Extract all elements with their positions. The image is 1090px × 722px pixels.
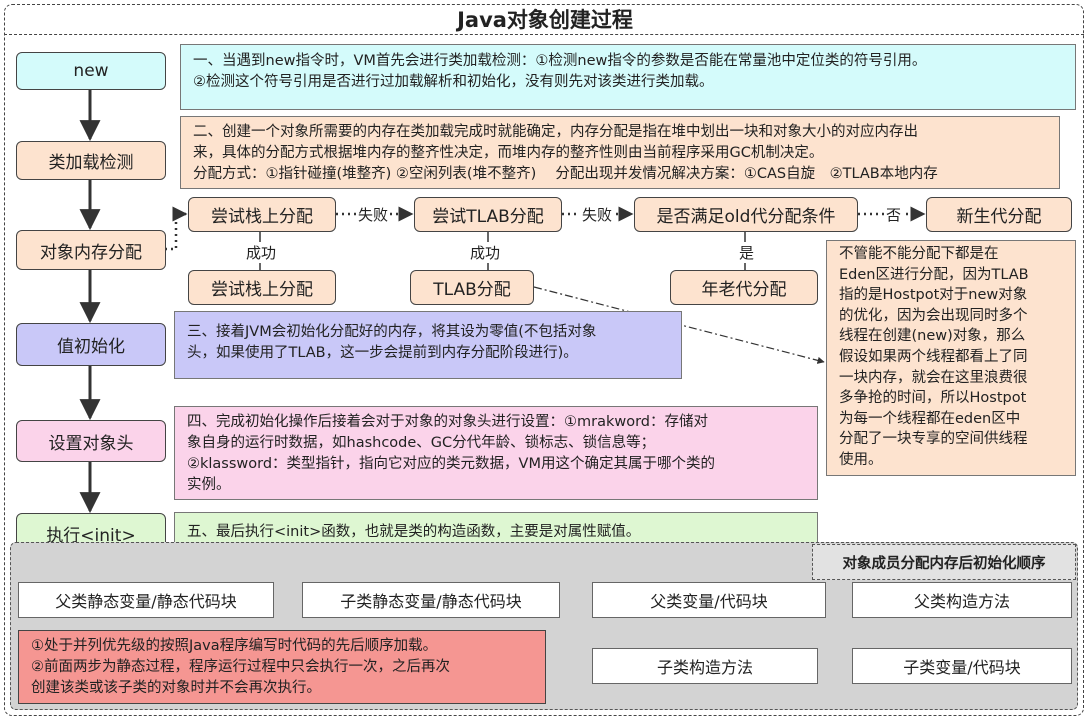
order-child-static: 子类静态变量/静态代码块 xyxy=(302,582,560,618)
desc-line: 五、最后执行<init>函数，也就是类的构造函数，主要是对属性赋值。 xyxy=(187,524,641,540)
order-note-line: ①处于并列优先级的按照Java程序编写时代码的先后顺序加载。 xyxy=(31,638,438,654)
alloc-branch-line xyxy=(165,206,188,251)
success-label-1: 成功 xyxy=(244,242,279,263)
desc-line: 象自身的运行时数据，如hashcode、GC分代年龄、锁标志、锁信息等； xyxy=(187,435,656,451)
order-note-line: ②前面两步为静态过程，程序运行过程中只会执行一次，之后再次 xyxy=(31,659,450,675)
desc-line: 分配方式：①指针碰撞(堆整齐) ②空闲列表(堆不整齐) 分配出现并发情况解决方案… xyxy=(193,166,938,182)
step-new: new xyxy=(16,52,166,90)
desc-line: 一、当遇到new指令时，VM首先会进行类加载检测：①检测new指令的参数是否能在… xyxy=(193,53,927,69)
alloc-young-gen: 新生代分配 xyxy=(926,197,1072,232)
desc-line: ②klassword：类型指针，指向它对应的类元数据，VM用这个确定其属于哪个类… xyxy=(187,456,715,472)
title-divider xyxy=(4,34,1084,35)
order-note: ①处于并列优先级的按照Java程序编写时代码的先后顺序加载。 ②前面两步为静态过… xyxy=(18,630,546,704)
success-label-2: 成功 xyxy=(468,242,503,263)
desc-class-load: 二、创建一个对象所需要的内存在类加载完成时就能确定，内存分配是指在堆中划出一块和… xyxy=(180,116,1060,189)
step-memory-allocation: 对象内存分配 xyxy=(16,230,166,270)
desc-line: 二、创建一个对象所需要的内存在类加载完成时就能确定，内存分配是指在堆中划出一块和… xyxy=(193,124,918,140)
step-set-header: 设置对象头 xyxy=(16,420,166,462)
desc-line: 实例。 xyxy=(187,477,231,493)
alloc-stack-result: 尝试栈上分配 xyxy=(188,270,336,305)
alloc-try-stack: 尝试栈上分配 xyxy=(188,197,336,232)
desc-line: ②检测这个符号引用是否进行过加载解析和初始化，没有则先对该类进行类加载。 xyxy=(193,74,714,90)
desc-line: 三、接着JVM会初始化分配好的内存，将其设为零值(不包括对象 xyxy=(187,324,597,340)
fail-label-2: 失败 xyxy=(580,204,615,225)
alloc-old-gen-result: 年老代分配 xyxy=(670,270,818,305)
desc-set-header: 四、完成初始化操作后接着会对于对象的对象头进行设置：①mrakword：存储对 … xyxy=(174,406,818,500)
order-child-constructor: 子类构造方法 xyxy=(592,648,818,684)
desc-new: 一、当遇到new指令时，VM首先会进行类加载检测：①检测new指令的参数是否能在… xyxy=(180,44,1076,110)
diagram-title: Java对象创建过程 xyxy=(457,8,633,32)
note-line: 线程在创建(new)对象，那么 xyxy=(839,328,1026,345)
order-parent-static: 父类静态变量/静态代码块 xyxy=(18,582,274,618)
outer-frame xyxy=(4,4,1084,716)
alloc-old-gen-check: 是否满足old代分配条件 xyxy=(634,197,858,232)
alloc-tlab-result: TLAB分配 xyxy=(410,270,534,305)
order-parent-vars: 父类变量/代码块 xyxy=(592,582,826,618)
tlab-note: 不管能不能分配下都是在 Eden区进行分配，因为TLAB 指的是Hostpot对… xyxy=(826,240,1076,476)
desc-line: 来，具体的分配方式根据堆内存的整齐性决定，而堆内存的整齐性则由当前程序采用GC机… xyxy=(193,145,824,161)
note-line: Eden区进行分配，因为TLAB xyxy=(839,266,1029,283)
note-line: 使用。 xyxy=(839,451,883,468)
desc-line: 头，如果使用了TLAB，这一步会提前到内存分配阶段进行)。 xyxy=(187,345,578,361)
fail-label-1: 失败 xyxy=(356,204,391,225)
step-value-init: 值初始化 xyxy=(16,323,166,366)
order-note-line: 创建该类或该子类的对象时并不会再次执行。 xyxy=(31,680,321,696)
desc-value-init: 三、接着JVM会初始化分配好的内存，将其设为零值(不包括对象 头，如果使用了TL… xyxy=(174,311,682,379)
note-line: 的优化，因为会出现同时多个 xyxy=(839,307,1028,324)
no-label: 否 xyxy=(884,204,904,225)
step-class-load-check: 类加载检测 xyxy=(16,141,166,180)
note-line: 一块内存，就会在这里浪费很 xyxy=(839,369,1028,386)
order-child-vars: 子类变量/代码块 xyxy=(852,648,1072,684)
note-line: 指的是Hostpot对于new对象 xyxy=(839,287,1028,304)
alloc-try-tlab: 尝试TLAB分配 xyxy=(414,197,562,232)
note-line: 为每一个线程都在eden区中 xyxy=(839,410,1021,427)
note-line: 不管能不能分配下都是在 xyxy=(839,246,999,262)
order-parent-constructor: 父类构造方法 xyxy=(852,582,1072,618)
init-order-title: 对象成员分配内存后初始化顺序 xyxy=(812,544,1076,580)
note-line: 假设如果两个线程都看上了同 xyxy=(839,348,1028,365)
yes-label: 是 xyxy=(737,242,757,263)
desc-line: 四、完成初始化操作后接着会对于对象的对象头进行设置：①mrakword：存储对 xyxy=(187,414,709,430)
note-line: 分配了一块专享的空间供线程 xyxy=(839,431,1028,448)
note-line: 多争抢的时间，所以Hostpot xyxy=(839,390,1027,407)
